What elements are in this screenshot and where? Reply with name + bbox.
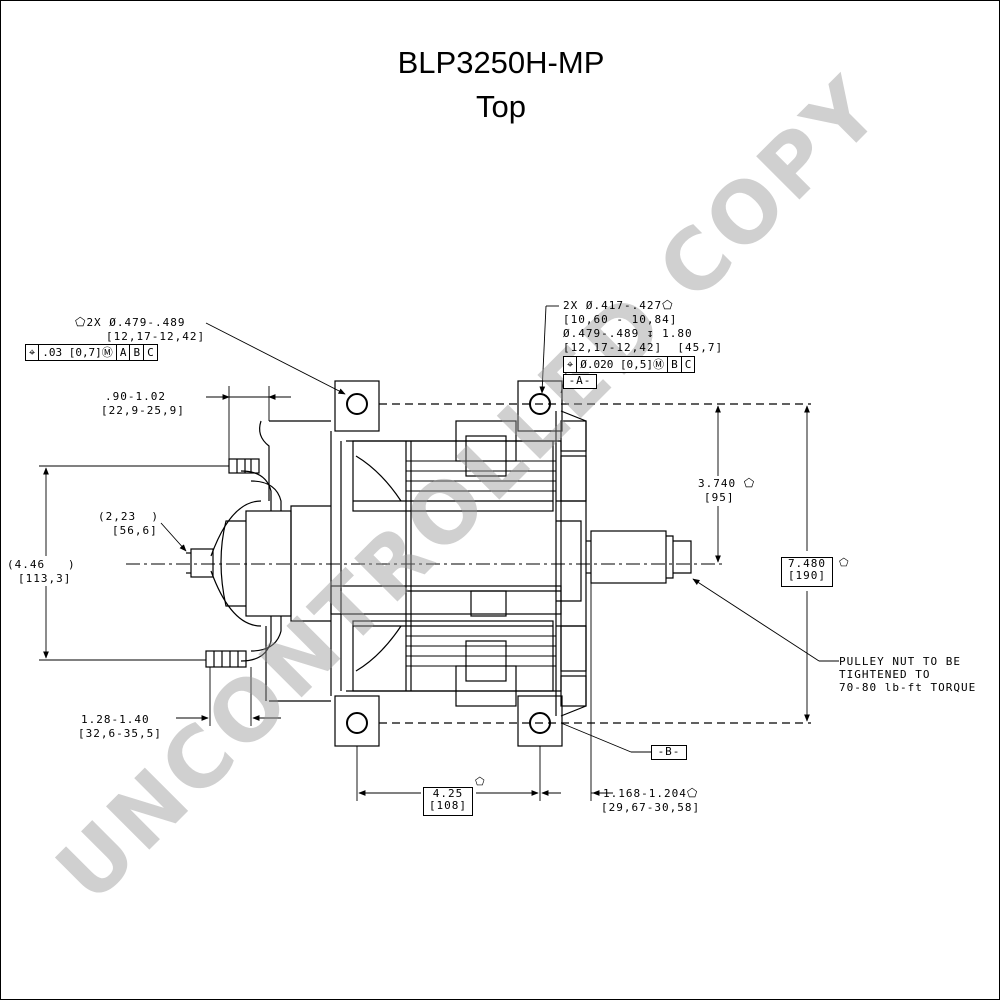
right-hole-metric: [10,60 - 10,84] xyxy=(563,313,678,326)
dim-7480: 7.480 xyxy=(787,557,827,570)
dim-090-102-metric: [22,9-25,9] xyxy=(101,404,185,417)
dim-3740: 3.740 ⬠ xyxy=(698,476,756,490)
datum-b-label: -B- xyxy=(651,745,687,760)
dim-128-140-metric: [32,6-35,5] xyxy=(78,727,162,740)
view-subtitle: Top xyxy=(476,89,526,124)
dim-425: 4.25 xyxy=(432,787,464,800)
left-fcf-datum-c: C xyxy=(143,345,157,360)
pentagon-icon: ⬠ xyxy=(75,315,87,329)
shaft-pulley xyxy=(586,530,692,584)
dim-1168-1204: 1.168-1.204⬠ xyxy=(603,786,699,800)
left-hole-callout: ⬠2X Ø.479-.489 xyxy=(75,315,186,329)
left-hole-metric: [12,17-12,42] xyxy=(106,330,206,343)
dim-425-metric: [108] xyxy=(428,799,468,812)
dim-128-140: 1.28-1.40 xyxy=(81,713,150,726)
rear-regulator xyxy=(186,420,331,702)
position-icon: ⌖ xyxy=(29,346,36,359)
pentagon-icon: ⬠ xyxy=(475,775,486,788)
dim-223-metric: [56,6] xyxy=(112,524,158,537)
right-fcf-datum-c: C xyxy=(680,357,695,372)
left-fcf-datum-a: A xyxy=(115,345,130,360)
dim-446: (4.46 ) xyxy=(7,558,76,571)
dim-446-metric: [113,3] xyxy=(18,572,72,585)
left-hole-size: 2X Ø.479-.489 xyxy=(86,316,186,329)
drawing-title: BLP3250H-MP xyxy=(397,45,605,80)
right-counterbore-metric: [12,17-12,42] [45,7] xyxy=(563,341,724,354)
datum-a-label: -A- xyxy=(563,374,597,389)
housing-body xyxy=(330,410,587,717)
dim-3740-metric: [95] xyxy=(704,491,735,504)
pentagon-icon: ⬠ xyxy=(686,786,699,800)
pentagon-icon: ⬠ xyxy=(743,476,756,490)
left-fcf-tolerance: .03 [0,7]Ⓜ xyxy=(38,345,116,360)
dim-3740-value: 3.740 xyxy=(698,477,737,490)
pulley-note-line1: PULLEY NUT TO BE xyxy=(839,655,961,668)
dim-090-102: .90-1.02 xyxy=(105,390,166,403)
dim-223: (2,23 ) xyxy=(98,510,159,523)
pulley-note-line3: 70-80 lb-ft TORQUE xyxy=(839,681,977,694)
dim-7480-box: 7.480 [190] xyxy=(781,557,833,587)
right-fcf-tolerance: Ø.020 [0,5]Ⓜ xyxy=(576,357,667,372)
right-counterbore: Ø.479-.489 ↧ 1.80 xyxy=(563,327,693,340)
dim-1168-1204-value: 1.168-1.204 xyxy=(603,787,687,800)
right-fcf-datum-b: B xyxy=(667,357,681,372)
pentagon-icon: ⬠ xyxy=(839,556,850,569)
right-hole-callout: 2X Ø.417-.427⬠ xyxy=(563,298,674,312)
right-hole-size: 2X Ø.417-.427 xyxy=(563,299,663,312)
dim-7480-metric: [190] xyxy=(787,569,827,582)
pulley-note-line2: TIGHTENED TO xyxy=(839,668,931,681)
right-feature-control-frame: ⌖ Ø.020 [0,5]Ⓜ B C xyxy=(563,356,696,373)
pentagon-icon: ⬠ xyxy=(662,298,674,312)
dim-425-box: 4.25 [108] xyxy=(423,787,473,816)
left-feature-control-frame: ⌖ .03 [0,7]Ⓜ A B C xyxy=(25,344,158,361)
left-fcf-datum-b: B xyxy=(129,345,143,360)
dim-1168-1204-metric: [29,67-30,58] xyxy=(601,801,701,814)
position-icon: ⌖ xyxy=(567,358,574,371)
